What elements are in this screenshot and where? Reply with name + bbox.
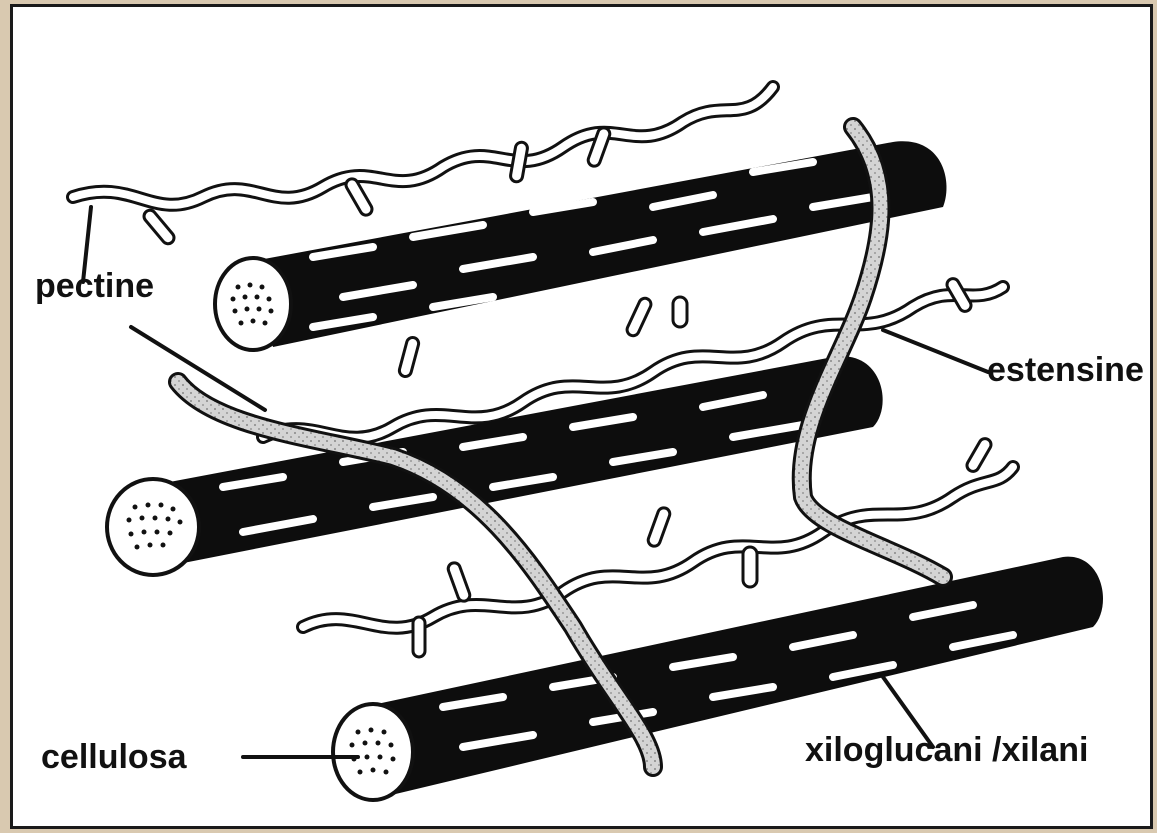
label-xiloglucani: xiloglucani /xilani: [805, 733, 1088, 767]
label-cellulosa: cellulosa: [41, 740, 187, 774]
label-estensine: estensine: [987, 353, 1144, 387]
estensine-leader: [883, 330, 988, 372]
diagram-panel: pectine estensine cellulosa xiloglucani …: [10, 4, 1153, 829]
label-pectine: pectine: [35, 269, 154, 303]
cell-wall-diagram: [13, 7, 1150, 826]
